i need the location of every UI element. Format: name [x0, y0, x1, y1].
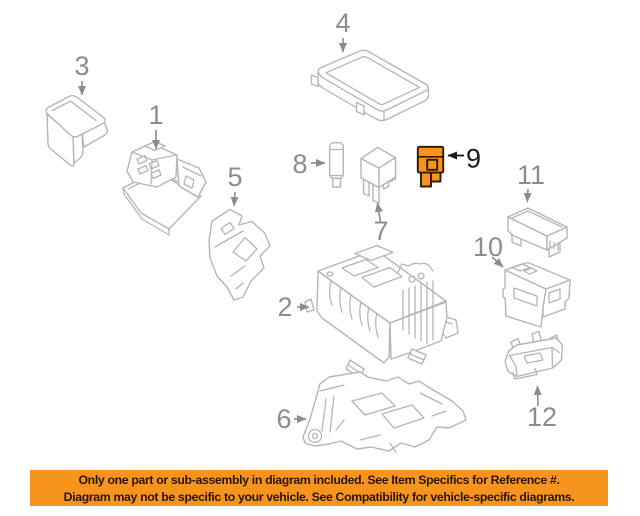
part-11-label: 11	[517, 160, 545, 190]
part-6-label: 6	[276, 404, 291, 434]
part-6-drawing	[302, 371, 467, 453]
part-5-arrow-icon	[230, 191, 239, 207]
part-4-drawing	[310, 49, 430, 122]
part-2-drawing	[304, 244, 459, 379]
part-4-label: 4	[335, 8, 350, 38]
part-2-label: 2	[277, 292, 292, 322]
part-10-arrow-icon	[491, 256, 504, 268]
disclaimer-banner: Only one part or sub-assembly in diagram…	[30, 470, 608, 506]
disclaimer-line-2: Diagram may not be specific to your vehi…	[63, 489, 575, 504]
part-5-drawing	[208, 208, 271, 301]
part-1-drawing	[122, 140, 207, 236]
disclaimer-line-1: Only one part or sub-assembly in diagram…	[78, 473, 560, 487]
part-7-drawing	[360, 146, 397, 204]
part-3-label: 3	[74, 51, 89, 81]
part-12-drawing	[504, 330, 564, 380]
part-5-label: 5	[227, 162, 242, 192]
part-11-drawing	[507, 207, 568, 258]
part-10-label: 10	[473, 232, 503, 262]
part-7-label: 7	[373, 216, 388, 246]
part-9-label: 9	[466, 144, 481, 174]
part-8-label: 8	[292, 149, 307, 179]
part-11-arrow-icon	[523, 188, 532, 203]
part-1-label: 1	[148, 100, 163, 130]
part-7-arrow-icon	[374, 202, 383, 223]
part-12-arrow-icon	[533, 385, 542, 407]
part-9-drawing	[416, 145, 445, 188]
part-10-drawing	[502, 261, 571, 328]
part-12-label: 12	[527, 402, 557, 432]
part-8-drawing	[329, 141, 345, 188]
part-3-drawing	[45, 95, 108, 167]
